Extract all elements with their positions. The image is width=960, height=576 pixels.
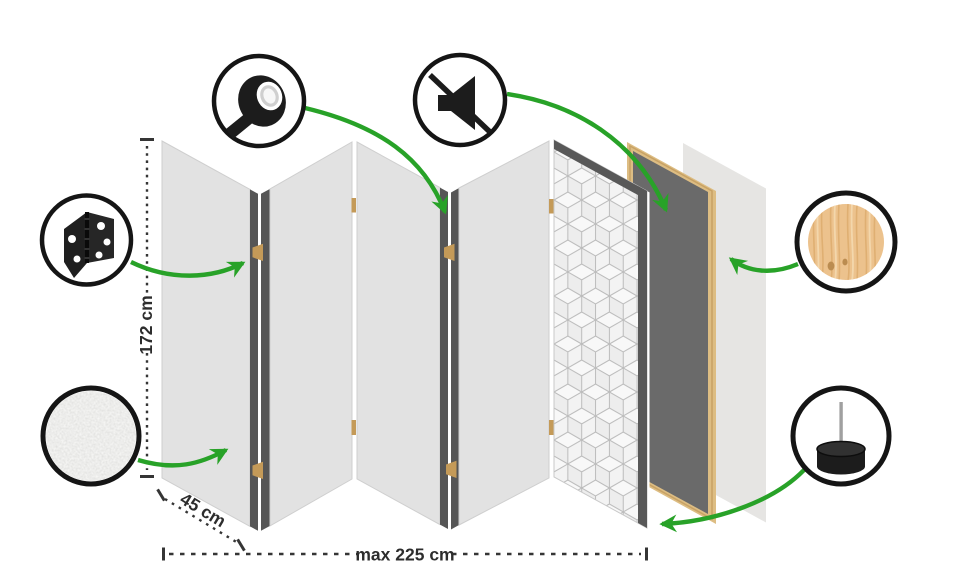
divider-panels (161, 139, 766, 531)
hinge-joint23-top (351, 198, 356, 213)
callout-arrows (130, 91, 806, 533)
panel-4-edge (451, 188, 459, 530)
hinge-joint12-bottom (252, 461, 263, 479)
arrow-texture-to-panel (137, 448, 229, 468)
panel-1-face (161, 140, 251, 528)
panel-5-top-edge (554, 140, 647, 200)
dimension-annotations (140, 138, 648, 561)
arrow-mute-to-board (506, 91, 669, 213)
height-label: 172 cm (136, 295, 156, 354)
dark-face (633, 151, 708, 514)
panel-5-side-edge (638, 186, 647, 528)
panel-2 (261, 141, 353, 531)
arrow-hinge-to-joint (130, 260, 246, 278)
wood-material-swatch (808, 204, 884, 280)
panel-3-edge (440, 187, 448, 529)
panel-1 (161, 140, 258, 531)
adhesive-tape-icon (226, 75, 286, 139)
hinge-joint45-top (549, 199, 554, 214)
panel-width-dimension (156, 488, 246, 552)
hinge-callout (39, 193, 134, 287)
hinge-joint45-bottom (549, 420, 554, 435)
fabric-texture-swatch (46, 391, 136, 481)
panel-2-face (269, 141, 353, 527)
sound-muffling-callout (412, 52, 508, 148)
max-width-dimension (162, 547, 648, 561)
wood-material-callout (794, 190, 898, 294)
callout-circles (39, 52, 898, 487)
fabric-texture-callout (40, 385, 142, 487)
arrow-tape-to-joint (304, 105, 448, 215)
hinge-joint34-bottom (446, 460, 457, 478)
panel-5-patterned (553, 139, 650, 530)
panel-3-face (356, 141, 441, 526)
panel-4-face (458, 140, 550, 526)
height-dimension (140, 138, 154, 478)
arrow-pin-to-bottom (659, 468, 806, 533)
hinge-icon (64, 212, 114, 278)
hinge-joint23-bottom (351, 420, 356, 435)
max-width-label: max 225 cm (355, 545, 454, 565)
hinge-joint12-top (252, 243, 263, 261)
hinges (252, 198, 554, 479)
arrow-wood-to-frame (728, 257, 799, 276)
hinge-joint34-top (444, 243, 455, 261)
adhesive-tape-callout (211, 53, 307, 149)
panel-1-edge (250, 189, 258, 531)
panel-3 (356, 141, 448, 529)
foot-pin-callout (790, 385, 892, 487)
foot-pin-icon (816, 402, 866, 475)
mute-speaker-icon (428, 73, 492, 134)
panel-2-edge (261, 188, 270, 531)
panel-4 (451, 140, 550, 530)
